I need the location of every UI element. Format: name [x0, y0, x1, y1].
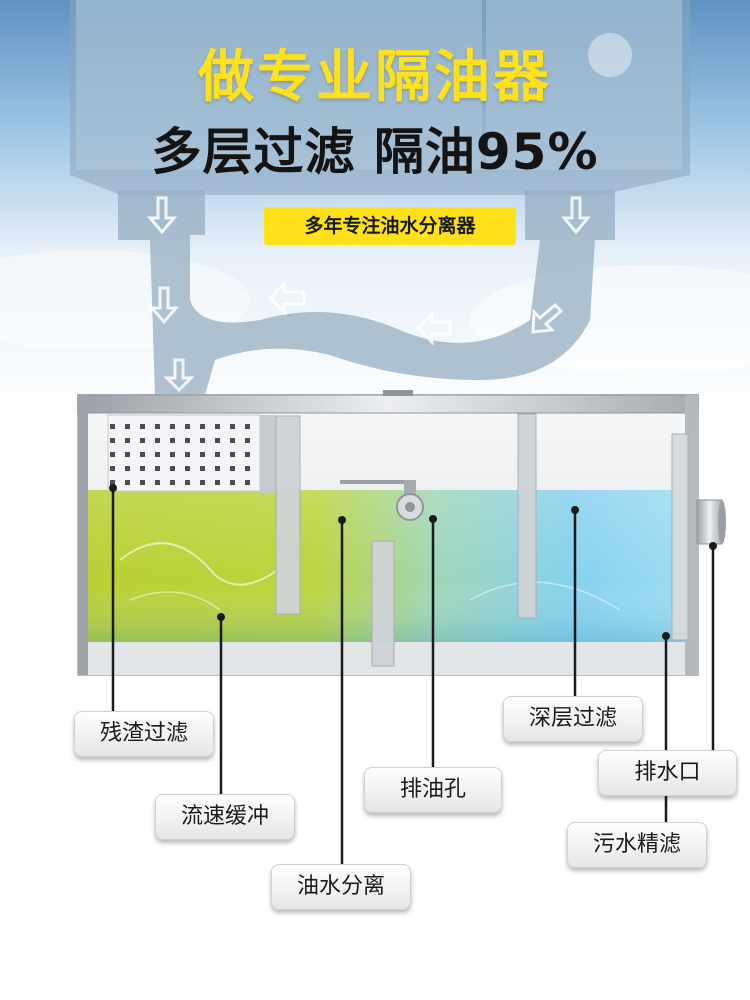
arrow-down-icon [560, 196, 592, 235]
arrow-down-icon [146, 196, 178, 235]
sink-basin [70, 0, 690, 195]
callout-sewage-fine-filter: 污水精滤 [567, 822, 707, 868]
slogan-badge: 多年专注油水分离器 [264, 207, 516, 245]
callout-oil-water-separation: 油水分离 [271, 864, 411, 910]
baffle-plate [517, 413, 537, 619]
outlet-pipe-icon [696, 499, 726, 545]
arrow-left-icon [531, 302, 564, 334]
drain-pipe [118, 190, 615, 395]
lid-handle [383, 390, 413, 396]
callout-water-outlet: 排水口 [598, 750, 737, 796]
callout-residue-filter: 残渣过滤 [74, 711, 214, 757]
arrow-left-icon [415, 310, 452, 346]
callout-flow-buffer: 流速缓冲 [155, 794, 295, 840]
baffle-plate [275, 415, 301, 615]
drain-icon [588, 33, 632, 77]
arrow-down-icon [148, 286, 180, 325]
valve-icon [340, 480, 424, 521]
arrow-left-icon [267, 280, 306, 316]
callout-oil-drain: 排油孔 [364, 767, 502, 813]
callout-deep-filter: 深层过滤 [503, 696, 643, 742]
page-subtitle: 多层过滤 隔油95% [151, 123, 599, 181]
baffle-plate [371, 540, 395, 667]
separator-tank [77, 390, 726, 676]
arrow-down-icon [163, 358, 195, 393]
perforated-basket-icon [107, 414, 261, 492]
baffle-plate [671, 433, 689, 641]
page-title: 做专业隔油器 [198, 45, 552, 110]
tank-lid [77, 394, 699, 414]
